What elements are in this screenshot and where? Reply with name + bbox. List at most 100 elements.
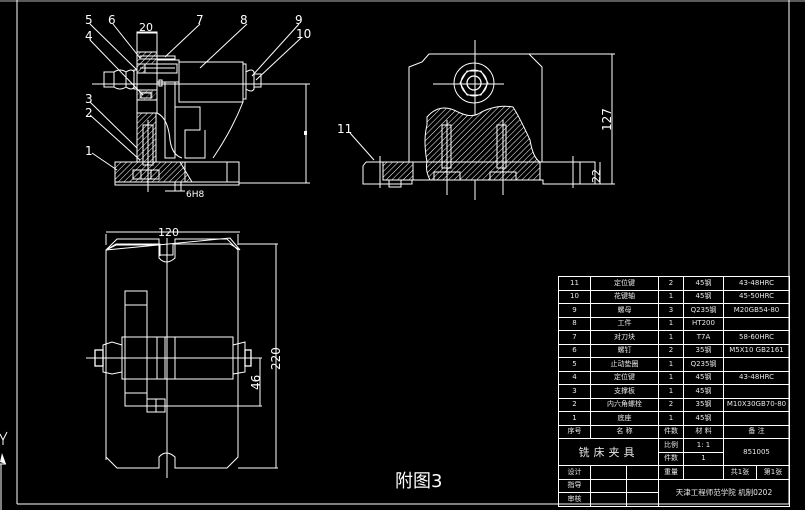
- bom-name: 花键轴: [590, 289, 659, 304]
- dim-46: 46: [249, 375, 263, 390]
- bom-name: 内六角螺栓: [590, 397, 659, 412]
- bom-material: 45钢: [683, 276, 724, 291]
- bom-no: 3: [558, 384, 591, 399]
- dim-220: 220: [269, 347, 283, 370]
- bom-note: 43-48HRC: [723, 276, 790, 291]
- dim-120: 120: [158, 226, 179, 239]
- window-top-border: [0, 0, 805, 2]
- scale-value: 1: 1: [683, 438, 724, 453]
- bom-note: [723, 316, 790, 331]
- bom-name: 止动垫圈: [590, 357, 659, 372]
- part-label-9: 9: [295, 13, 303, 27]
- bom-qty: 1: [658, 357, 684, 372]
- bom-no: 8: [558, 316, 591, 331]
- bom-no: 5: [558, 357, 591, 372]
- bom-name: 支撑板: [590, 384, 659, 399]
- bom-header-row: 序号 名 称 件数 材 料 备 注: [558, 424, 790, 439]
- bom-no: 6: [558, 343, 591, 358]
- part-label-7: 7: [196, 13, 204, 27]
- design-value: [590, 465, 627, 480]
- bom-qty: 1: [658, 370, 684, 385]
- bom-no: 1: [558, 411, 591, 426]
- bom-no: 4: [558, 370, 591, 385]
- review-date: [626, 492, 659, 507]
- hex-nut-right: [242, 63, 262, 100]
- part-label-8: 8: [240, 13, 248, 27]
- bom-note: 43-48HRC: [723, 370, 790, 385]
- bom-qty: 2: [658, 276, 684, 291]
- bom-name: 螺母: [590, 303, 659, 318]
- bom-qty: 2: [658, 397, 684, 412]
- design-date: [626, 465, 659, 480]
- scale-label: 比例: [658, 438, 684, 453]
- drawing-number: 851005: [723, 438, 790, 466]
- bom-qty: 1: [658, 330, 684, 345]
- review-label: 审核: [558, 492, 591, 507]
- bom-no: 7: [558, 330, 591, 345]
- part-label-6: 6: [108, 13, 116, 27]
- weight-value: [683, 465, 724, 480]
- bom-name: 螺钉: [590, 343, 659, 358]
- bom-material: 35钢: [683, 397, 724, 412]
- bom-name: 工件: [590, 316, 659, 331]
- bom-no: 9: [558, 303, 591, 318]
- side-view[interactable]: 127 22 11: [337, 40, 615, 200]
- header-no: 序号: [558, 424, 591, 439]
- sheets-total: 共1张: [723, 465, 757, 480]
- bom-name: 定位键: [590, 276, 659, 291]
- header-material: 材 料: [683, 424, 724, 439]
- guide-value: [590, 478, 627, 493]
- part-label-10: 10: [296, 27, 311, 41]
- bom-note: M5X10 GB2161: [723, 343, 790, 358]
- sheet-current: 第1张: [756, 465, 790, 480]
- bom-qty: 3: [658, 303, 684, 318]
- part-label-2: 2: [85, 106, 93, 120]
- header-qty: 件数: [658, 424, 684, 439]
- bom-qty: 1: [658, 316, 684, 331]
- dim-127: 127: [600, 108, 614, 131]
- bom-note: [723, 411, 790, 426]
- bom-note: 45-50HRC: [723, 289, 790, 304]
- hex-nut-left: [103, 69, 138, 90]
- bom-no: 2: [558, 397, 591, 412]
- drawing-title: 铣床夹具: [558, 438, 659, 466]
- bom-note: 58-60HRC: [723, 330, 790, 345]
- design-label: 设计: [558, 465, 591, 480]
- bom-material: 45钢: [683, 384, 724, 399]
- dim-22: 22: [590, 169, 603, 183]
- top-view[interactable]: 120 220 46: [86, 226, 283, 478]
- dim-20: 20: [139, 21, 153, 34]
- bom-no: 10: [558, 289, 591, 304]
- bom-material: T7A: [683, 330, 724, 345]
- review-value: [590, 492, 627, 507]
- guide-date: [626, 478, 659, 493]
- bom-material: Q235钢: [683, 357, 724, 372]
- school-name: 天津工程师范学院 机制0202: [658, 478, 790, 507]
- weight-label: 重量: [658, 465, 684, 480]
- bom-material: 45钢: [683, 411, 724, 426]
- bom-note: [723, 384, 790, 399]
- part-label-5: 5: [85, 13, 93, 27]
- ucs-icon: [0, 431, 8, 510]
- header-note: 备 注: [723, 424, 790, 439]
- bom-material: 35钢: [683, 343, 724, 358]
- count-label: 件数: [658, 451, 684, 466]
- bom-material: 45钢: [683, 370, 724, 385]
- part-label-1: 1: [85, 144, 93, 158]
- bom-note: M20GB54-80: [723, 303, 790, 318]
- part-label-3: 3: [85, 92, 93, 106]
- bom-name: 定位键: [590, 370, 659, 385]
- front-view[interactable]: 20 6H8 5 6 7 8 9 10 4 3 2 1: [85, 13, 311, 200]
- part-label-11: 11: [337, 122, 352, 136]
